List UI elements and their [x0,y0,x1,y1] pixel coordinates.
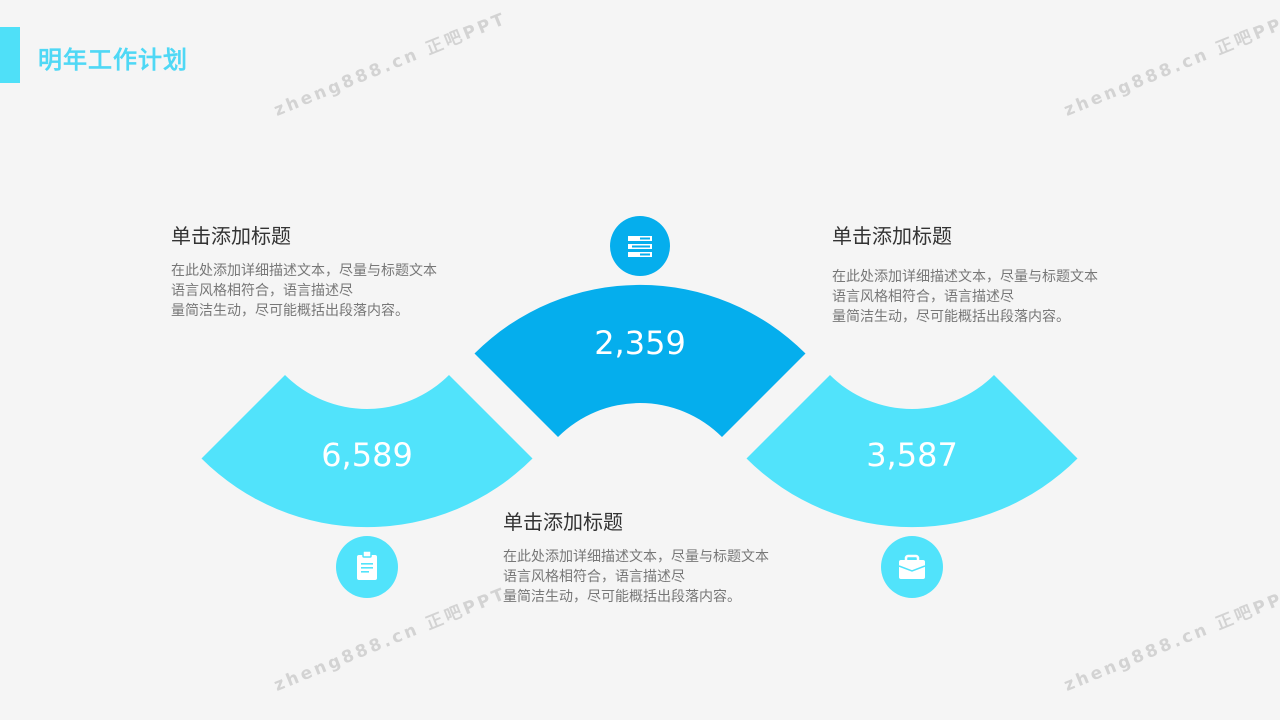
block-description[interactable]: 在此处添加详细描述文本，尽量与标题文本 语言风格相符合，语言描述尽 量简洁生动，… [171,261,491,321]
block-description[interactable]: 在此处添加详细描述文本，尽量与标题文本 语言风格相符合，语言描述尽 量简洁生动，… [503,547,823,607]
sector-center-value: 2,359 [594,324,686,362]
sector-right-value: 3,587 [866,436,958,474]
text-block-left: 单击添加标题 在此处添加详细描述文本，尽量与标题文本 语言风格相符合，语言描述尽… [171,220,491,321]
server-list-icon [610,216,670,276]
title-accent-bar [0,27,20,83]
sector-right [746,375,1078,528]
block-description[interactable]: 在此处添加详细描述文本，尽量与标题文本 语言风格相符合，语言描述尽 量简洁生动，… [832,267,1152,327]
block-title[interactable]: 单击添加标题 [503,510,623,534]
sector-left [201,375,533,528]
sector-left-value: 6,589 [321,436,413,474]
block-title[interactable]: 单击添加标题 [171,224,291,248]
page-title: 明年工作计划 [38,46,188,74]
desc-line: 量简洁生动，尽可能概括出段落内容。 [832,309,1070,325]
desc-line: 在此处添加详细描述文本，尽量与标题文本 [832,269,1098,285]
block-title[interactable]: 单击添加标题 [832,224,952,248]
clipboard-icon [336,536,398,598]
desc-line: 量简洁生动，尽可能概括出段落内容。 [503,589,741,605]
text-block-bottom: 单击添加标题 在此处添加详细描述文本，尽量与标题文本 语言风格相符合，语言描述尽… [503,506,823,607]
desc-line: 语言风格相符合，语言描述尽 [503,569,685,585]
desc-line: 语言风格相符合，语言描述尽 [171,283,353,299]
desc-line: 量简洁生动，尽可能概括出段落内容。 [171,303,409,319]
desc-line: 在此处添加详细描述文本，尽量与标题文本 [171,263,437,279]
briefcase-icon [881,536,943,598]
desc-line: 语言风格相符合，语言描述尽 [832,289,1014,305]
text-block-right: 单击添加标题 在此处添加详细描述文本，尽量与标题文本 语言风格相符合，语言描述尽… [832,220,1152,327]
desc-line: 在此处添加详细描述文本，尽量与标题文本 [503,549,769,565]
sector-center [474,284,806,437]
